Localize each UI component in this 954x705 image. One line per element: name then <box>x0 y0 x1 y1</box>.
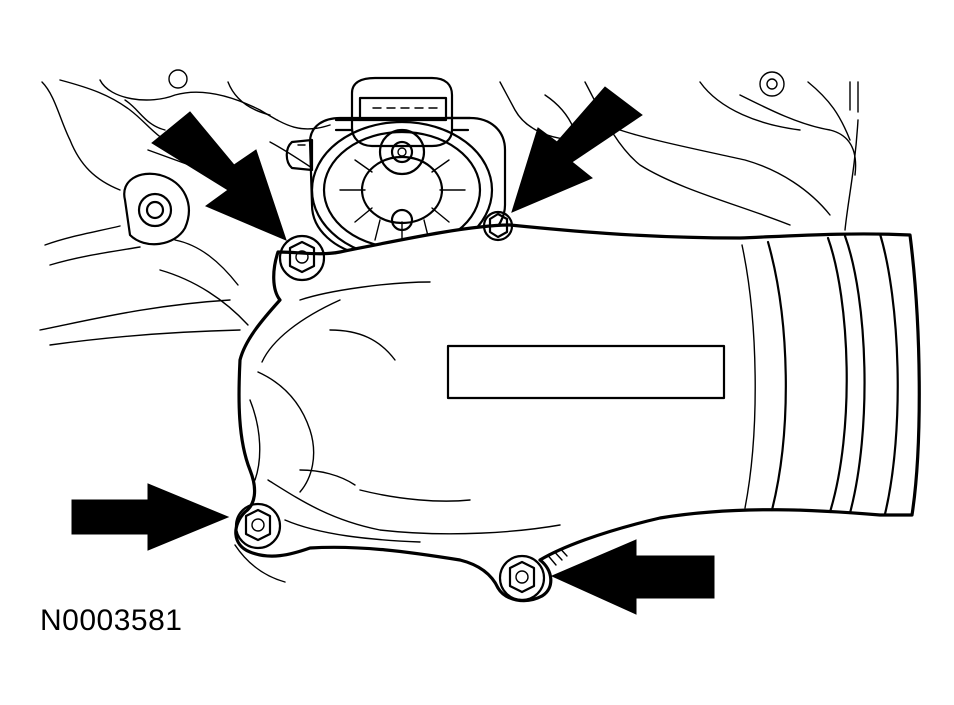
bolt-lower-left <box>234 502 282 550</box>
arrow-bolt-upper-left <box>151 111 287 241</box>
arrow-bolt-lower-right <box>550 539 715 615</box>
throttle-body-housing <box>234 223 921 603</box>
bolt-lower-right <box>498 554 546 602</box>
arrow-bolt-lower-left <box>71 483 230 551</box>
bolt-upper-right <box>482 210 514 242</box>
arrow-bolt-upper-right <box>511 86 643 213</box>
mounting-boss <box>123 172 190 246</box>
bolt-upper-left <box>278 234 326 282</box>
figure-id-label: N0003581 <box>40 604 183 637</box>
